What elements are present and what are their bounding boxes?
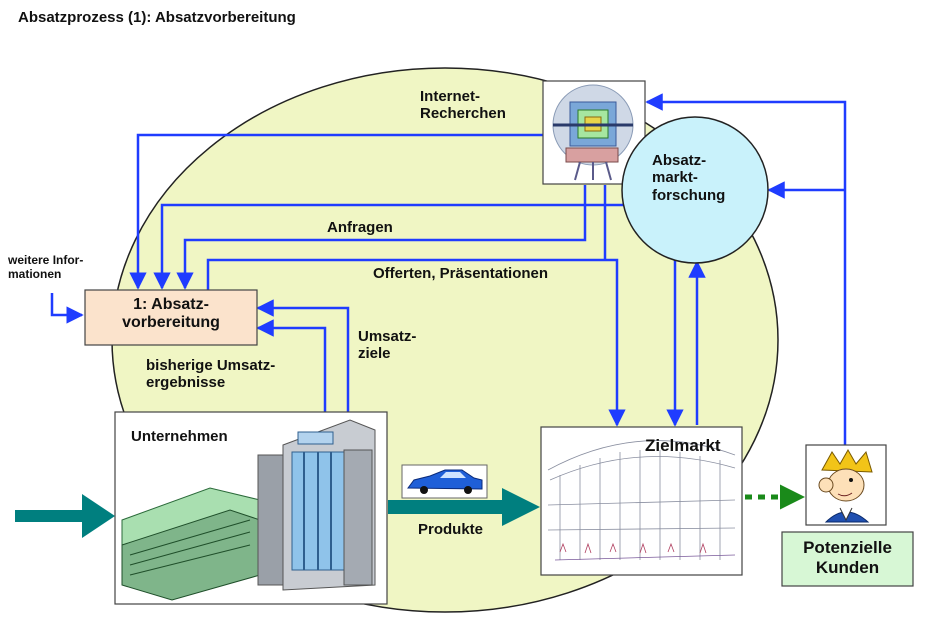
label-zielmarkt: Zielmarkt (645, 436, 721, 455)
label-bisherige: bisherige Umsatz- ergebnisse (146, 357, 276, 392)
zielmarkt-box (540, 426, 743, 576)
label-absatzvorbereitung: 1: Absatz- vorbereitung (122, 296, 220, 332)
computer-chip-icon (552, 84, 634, 181)
customer-king-icon (818, 448, 873, 523)
car-icon (401, 464, 488, 499)
arrow-kunden-to-internet (645, 93, 847, 445)
input-arrow (15, 494, 115, 538)
label-unternehmen: Unternehmen (131, 428, 228, 445)
arrow-weitere-info (50, 293, 84, 324)
information-flow-arrows (50, 93, 847, 445)
kunden-icon-box (805, 444, 887, 526)
kunden-label-box (781, 531, 914, 587)
label-anfragen: Anfragen (327, 219, 393, 236)
arrow-forschung-to-vorbereitung (153, 203, 625, 290)
label-potenzielle-kunden: Potenzielle Kunden (803, 538, 892, 577)
label-marktforschung: Absatz- markt- forschung (652, 152, 726, 204)
arrow-internet-to-vorbereitung (129, 133, 545, 290)
label-internet-recherchen: Internet- Recherchen (420, 88, 506, 123)
label-umsatzziele: Umsatz- ziele (358, 328, 417, 363)
arrow-anfragen (176, 185, 587, 290)
unternehmen-box (114, 411, 388, 605)
produkte-arrow (388, 488, 540, 526)
label-produkte: Produkte (418, 521, 484, 538)
arrow-offerten (206, 185, 617, 425)
office-building-icon (121, 419, 376, 601)
absatzvorbereitung-box (84, 289, 258, 346)
arrow-bisherige (256, 319, 327, 412)
label-offerten: Offerten, Präsentationen (373, 265, 549, 282)
label-weitere-info: weitere Infor- mationen (8, 253, 84, 281)
arrow-umsatzziele (256, 299, 350, 412)
market-hall-icon (547, 440, 736, 561)
internet-computer-box (542, 80, 646, 185)
page-title: Absatzprozess (1): Absatzvorbereitung (18, 9, 296, 26)
marktforschung-circle (621, 116, 769, 264)
